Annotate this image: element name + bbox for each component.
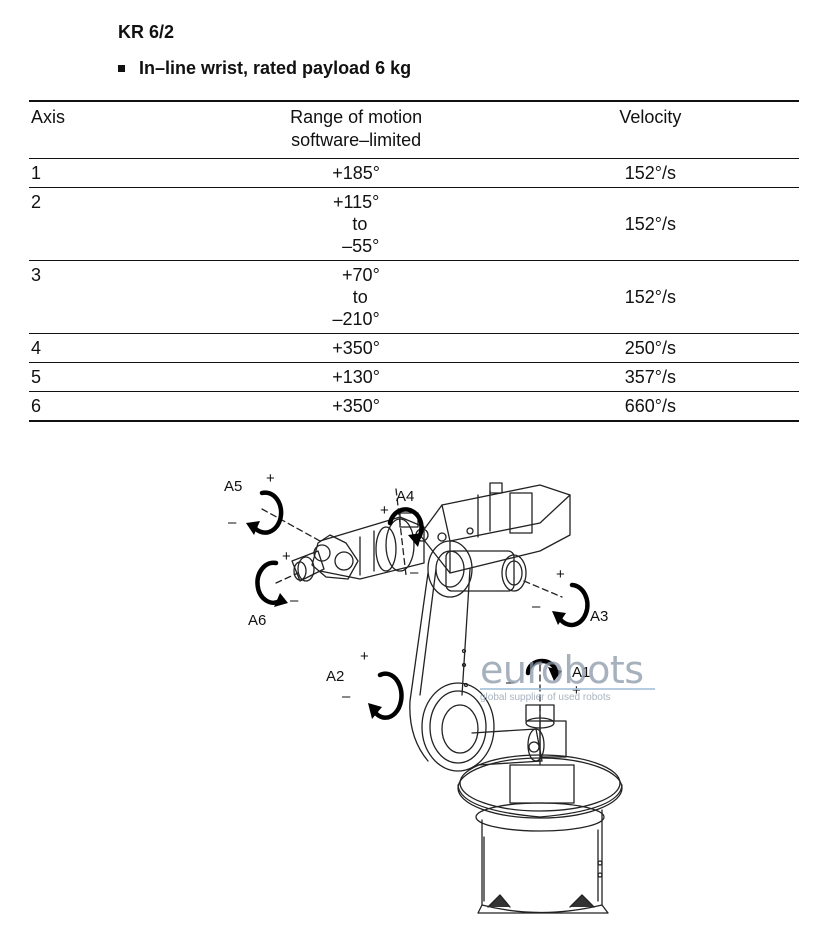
header-range-line1: Range of motion bbox=[290, 107, 423, 127]
range-cell: +350° bbox=[211, 392, 502, 422]
label-a3-plus: + bbox=[556, 566, 565, 583]
velocity-cell: 152°/s bbox=[624, 163, 676, 183]
range-cell: +130° bbox=[211, 363, 502, 392]
range-to: to bbox=[352, 287, 368, 307]
a1-rotation-arrow bbox=[525, 658, 559, 676]
upper-arm bbox=[419, 482, 571, 574]
axis-cell: 3 bbox=[31, 265, 42, 285]
table-header-row: Axis Range of motion software–limited Ve… bbox=[29, 101, 799, 159]
robot-base bbox=[475, 802, 609, 914]
label-a2-plus: + bbox=[360, 648, 369, 665]
label-a1: A1 bbox=[572, 664, 590, 681]
a2-motor bbox=[421, 682, 567, 772]
axis-cell: 1 bbox=[31, 163, 42, 183]
range-value: +350° bbox=[332, 338, 381, 358]
watermark: eurobots global supplier of used robots bbox=[480, 648, 660, 703]
a5-arrowhead-icon bbox=[246, 521, 260, 535]
a3-rotation-arrow bbox=[557, 582, 590, 628]
a3-motor bbox=[427, 540, 527, 598]
a4-arrowhead-icon bbox=[408, 533, 422, 547]
range-cell: +115° to –55° bbox=[211, 188, 502, 261]
range-value-min: –55° bbox=[342, 236, 380, 256]
header-range-line2: software–limited bbox=[291, 130, 422, 150]
velocity-cell: 660°/s bbox=[624, 396, 676, 416]
label-a5-plus: + bbox=[266, 470, 275, 487]
header-velocity: Velocity bbox=[619, 107, 682, 127]
axis-spec-table: Axis Range of motion software–limited Ve… bbox=[29, 100, 799, 422]
a3-arrowhead-icon bbox=[552, 611, 566, 625]
lower-arm bbox=[409, 568, 471, 762]
bullet-square-icon bbox=[118, 65, 125, 72]
a5-rotation-arrow bbox=[251, 490, 284, 535]
range-value-max: +70° bbox=[342, 265, 380, 285]
a2-rotation-arrow bbox=[371, 671, 404, 720]
axis-cell: 6 bbox=[31, 396, 42, 416]
page-title: KR 6/2 bbox=[118, 22, 175, 42]
range-to: to bbox=[352, 214, 368, 234]
table-row: 5 +130° 357°/s bbox=[29, 363, 799, 392]
a6-rotation-arrow bbox=[255, 560, 283, 605]
label-a4: A4 bbox=[396, 488, 414, 505]
axis-cell: 2 bbox=[31, 192, 42, 212]
header-axis: Axis bbox=[31, 107, 66, 127]
table-row: 1 +185° 152°/s bbox=[29, 159, 799, 188]
table-row: 2 +115° to –55° 152°/s bbox=[29, 188, 799, 261]
label-a5-minus: – bbox=[228, 514, 237, 531]
a2-arrowhead-icon bbox=[368, 703, 382, 719]
range-value: +350° bbox=[332, 396, 381, 416]
label-a3-minus: – bbox=[532, 598, 541, 615]
range-value-max: +115° bbox=[332, 192, 380, 212]
payload-bullet: In–line wrist, rated payload 6 kg bbox=[118, 58, 411, 79]
velocity-cell: 357°/s bbox=[624, 367, 676, 387]
axis-cell: 5 bbox=[31, 367, 42, 387]
range-cell: +185° bbox=[211, 159, 502, 188]
a1-arrowhead-icon bbox=[548, 667, 562, 681]
label-a6: A6 bbox=[248, 612, 266, 629]
payload-text: In–line wrist, rated payload 6 kg bbox=[139, 58, 412, 78]
label-a2-minus: – bbox=[342, 688, 351, 705]
range-value: +185° bbox=[332, 163, 381, 183]
watermark-tagline: global supplier of used robots bbox=[480, 688, 655, 703]
label-a1-plus: + bbox=[572, 682, 581, 699]
label-a1-minus: – bbox=[506, 674, 515, 691]
label-a3: A3 bbox=[590, 608, 608, 625]
watermark-brand: eurobots bbox=[480, 648, 644, 692]
table-row: 6 +350° 660°/s bbox=[29, 392, 799, 422]
label-a6-plus: + bbox=[282, 548, 291, 565]
velocity-cell: 152°/s bbox=[624, 287, 676, 307]
label-a6-minus: – bbox=[290, 592, 299, 609]
range-cell: +350° bbox=[211, 334, 502, 363]
label-a5: A5 bbox=[224, 478, 242, 495]
a6-arrowhead-icon bbox=[274, 593, 288, 607]
header-range: Range of motion software–limited bbox=[211, 101, 502, 159]
label-a2: A2 bbox=[326, 668, 344, 685]
label-a4-plus: + bbox=[380, 502, 389, 519]
range-cell: +70° to –210° bbox=[211, 261, 502, 334]
range-value: +130° bbox=[332, 367, 381, 387]
table-row: 4 +350° 250°/s bbox=[29, 334, 799, 363]
range-value-min: –210° bbox=[332, 309, 380, 329]
robot-axes-diagram: A5 + – A6 + – A4 + – A3 + – A2 + – A1 + … bbox=[224, 470, 623, 914]
wrist-hand bbox=[291, 534, 359, 582]
label-a4-minus: – bbox=[410, 564, 419, 581]
axis-cell: 4 bbox=[31, 338, 42, 358]
velocity-cell: 152°/s bbox=[624, 214, 676, 234]
table-row: 3 +70° to –210° 152°/s bbox=[29, 261, 799, 334]
velocity-cell: 250°/s bbox=[624, 338, 676, 358]
